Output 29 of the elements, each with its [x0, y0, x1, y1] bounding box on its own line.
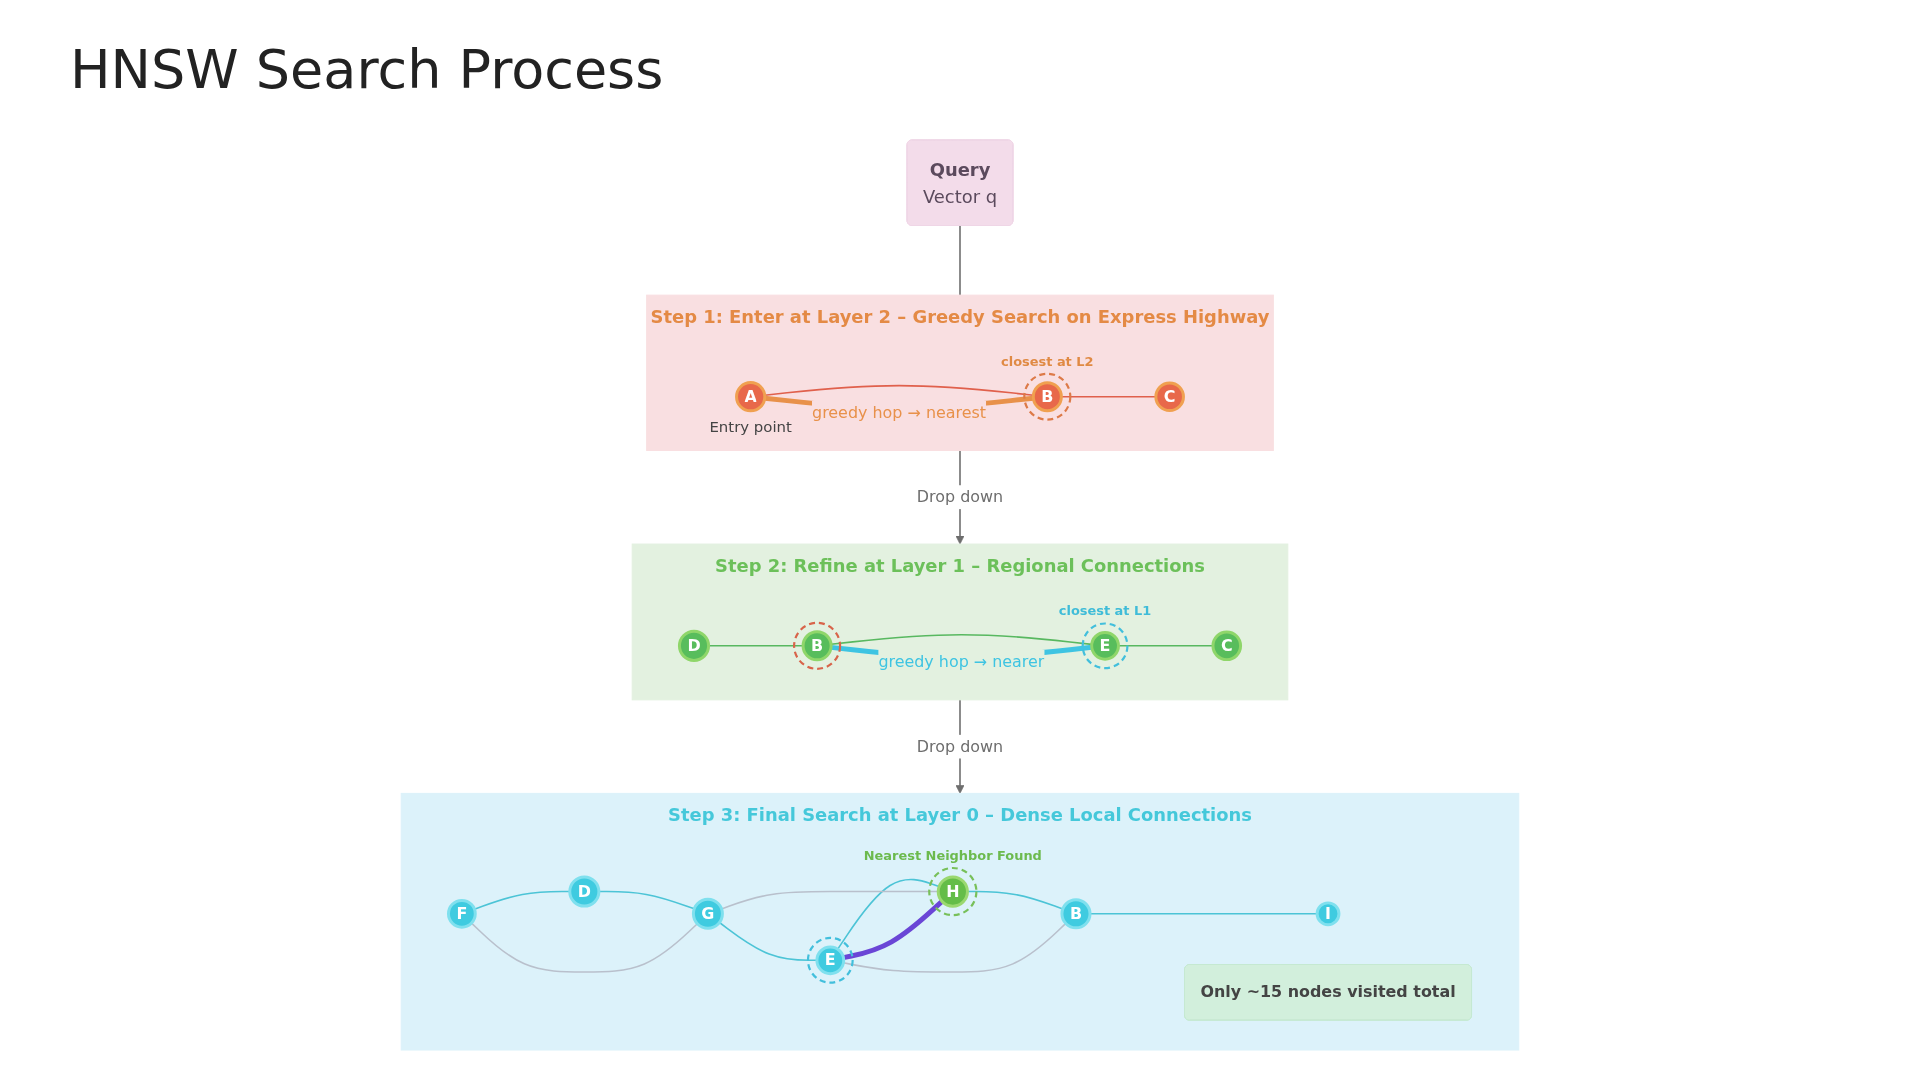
node-caption: Entry point — [709, 417, 792, 436]
connector — [836, 878, 940, 950]
node-caption: Nearest Neighbor Found — [863, 848, 1042, 863]
edge-label: Drop down — [916, 487, 1004, 507]
node-circle: C — [1211, 630, 1243, 662]
node-caption: closest at L2 — [1001, 353, 1094, 369]
edge-label: Drop down — [916, 736, 1004, 756]
node-circle: I — [1315, 901, 1341, 927]
node-circle: C — [1154, 381, 1185, 412]
connector — [718, 921, 818, 962]
node-circle: E — [1090, 630, 1120, 661]
edge-label: greedy hop → nearest — [812, 402, 987, 422]
node-circle: E — [815, 945, 846, 976]
connector — [470, 922, 699, 973]
edge-label: greedy hop → nearer — [878, 651, 1045, 671]
connector — [1089, 913, 1318, 915]
node-circle: G — [691, 897, 724, 930]
connector — [842, 899, 944, 961]
title: HNSW Search Process — [70, 38, 664, 101]
node-circle: D — [568, 875, 601, 908]
node-circle: B — [801, 630, 833, 662]
connector — [959, 224, 961, 296]
node-circle: H — [936, 875, 969, 908]
node-circle: B — [1060, 898, 1092, 930]
node-circle: F — [447, 898, 477, 929]
node-circle: A — [735, 381, 767, 413]
node-circle: B — [1031, 381, 1063, 413]
node-caption: closest at L1 — [1058, 603, 1152, 619]
node-circle: D — [677, 629, 711, 662]
